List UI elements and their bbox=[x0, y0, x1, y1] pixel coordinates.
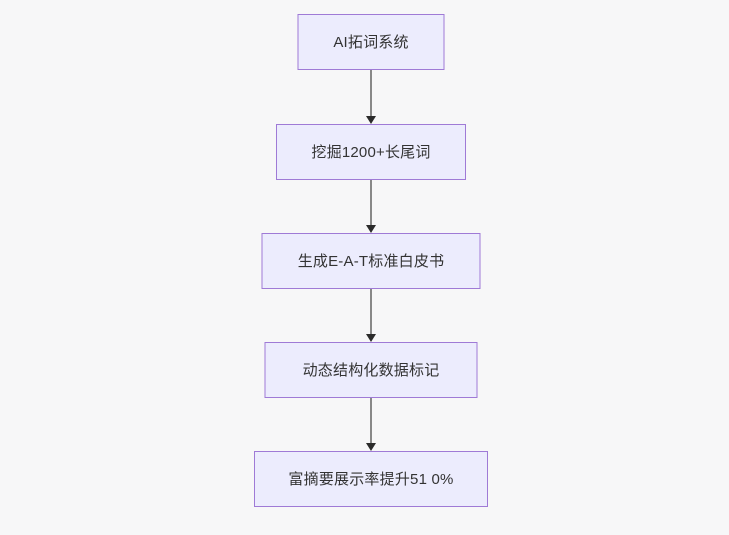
edge-line bbox=[370, 70, 372, 116]
flow-node-dynamic-structured-data-markup[interactable]: 动态结构化数据标记 bbox=[264, 342, 478, 398]
edge-line bbox=[370, 398, 372, 443]
flow-node-mine-longtail-keywords[interactable]: 挖掘1200+长尾词 bbox=[276, 124, 466, 180]
flow-node-label: AI拓词系统 bbox=[333, 33, 409, 51]
arrowhead-icon bbox=[366, 443, 376, 451]
edge-line bbox=[370, 180, 372, 225]
flow-node-label: 动态结构化数据标记 bbox=[302, 361, 440, 379]
flow-edge-4-5 bbox=[364, 398, 378, 451]
flow-node-ai-keyword-system[interactable]: AI拓词系统 bbox=[297, 14, 445, 70]
edge-line bbox=[370, 289, 372, 334]
arrowhead-icon bbox=[366, 334, 376, 342]
flow-edge-3-4 bbox=[364, 289, 378, 342]
flow-edge-2-3 bbox=[364, 180, 378, 233]
flow-node-generate-eat-whitepaper[interactable]: 生成E-A-T标准白皮书 bbox=[261, 233, 481, 289]
flow-node-label: 挖掘1200+长尾词 bbox=[311, 143, 431, 161]
arrowhead-icon bbox=[366, 116, 376, 124]
arrowhead-icon bbox=[366, 225, 376, 233]
flow-node-rich-snippet-impression-lift[interactable]: 富摘要展示率提升51 0% bbox=[254, 451, 488, 507]
flow-node-label: 生成E-A-T标准白皮书 bbox=[297, 252, 445, 270]
flow-node-label: 富摘要展示率提升51 0% bbox=[288, 470, 454, 488]
flow-edge-1-2 bbox=[364, 70, 378, 124]
